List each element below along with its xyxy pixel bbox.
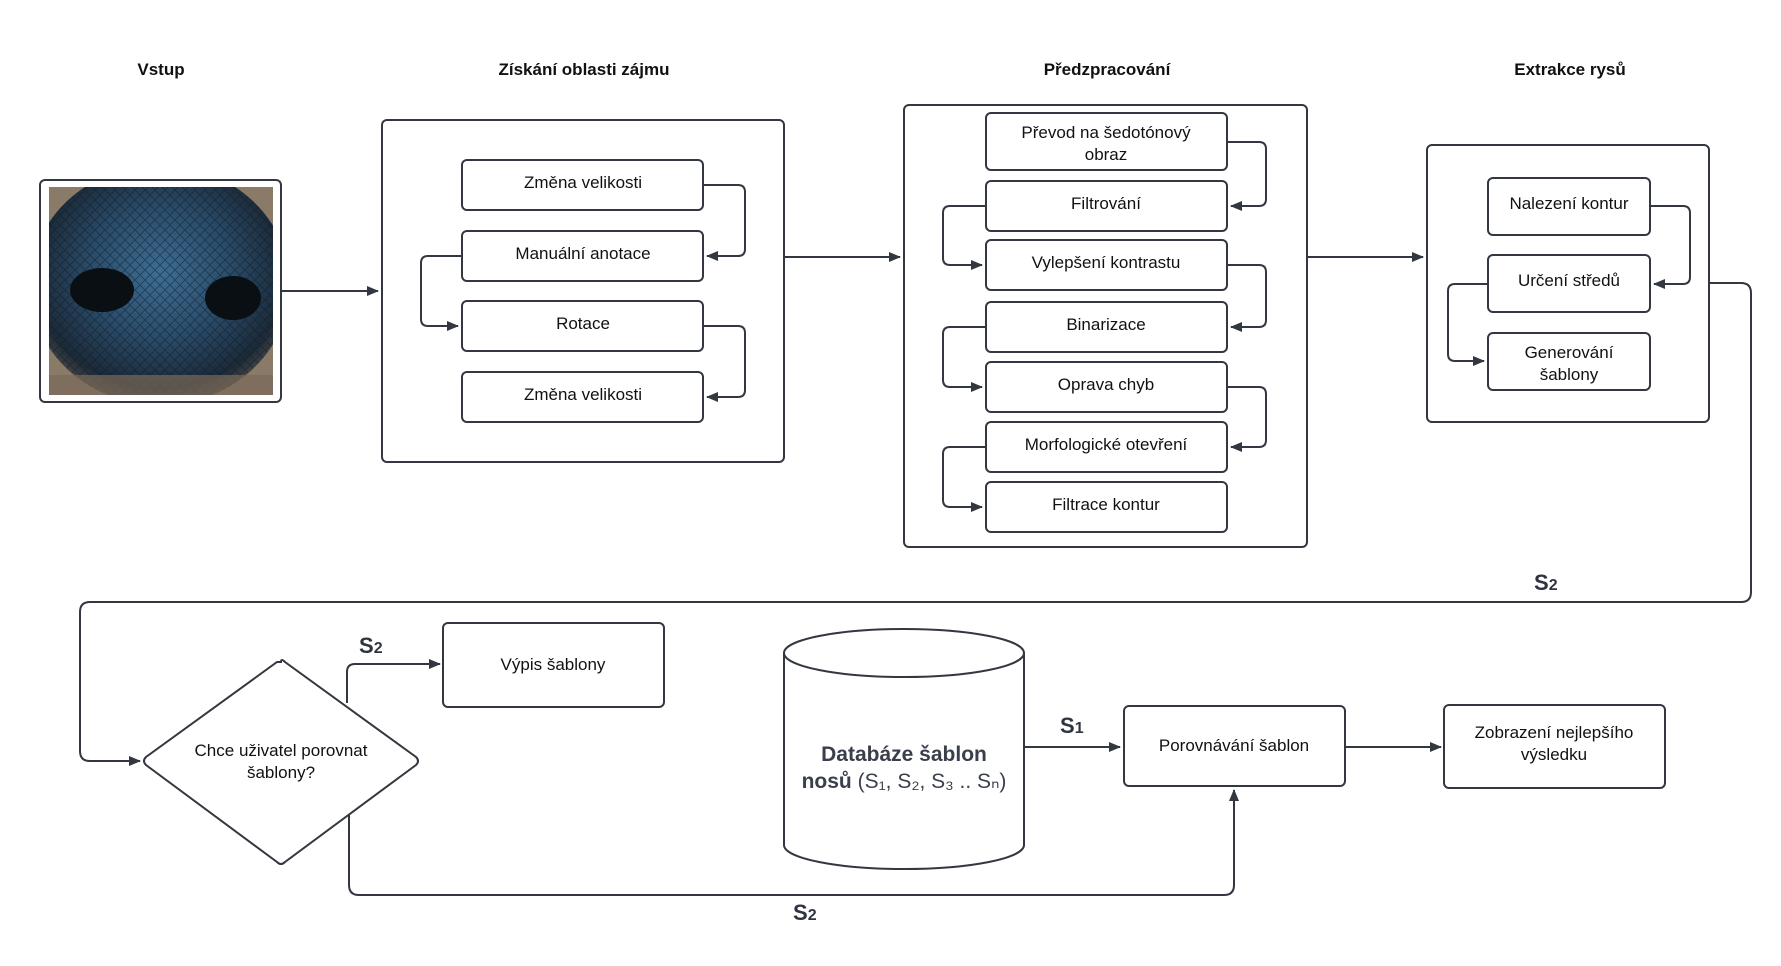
compare-box: Porovnávání šablon (1123, 705, 1346, 787)
features-step-2: Určení středů (1487, 254, 1651, 313)
result-label-line1: Zobrazení nejlepšího (1475, 723, 1634, 742)
input-photo (39, 179, 282, 403)
roi-step-4: Změna velikosti (461, 371, 704, 423)
output-template-box: Výpis šablony (442, 622, 665, 708)
preprocess-step-2: Filtrování (985, 180, 1228, 232)
return-path-s2 (79, 282, 1752, 766)
output-template-label: Výpis šablony (501, 655, 606, 674)
roi-step-1: Změna velikosti (461, 159, 704, 211)
preprocess-step-2-label: Filtrování (1071, 194, 1141, 213)
roi-connector-1 (703, 184, 746, 261)
arrow-decision-to-output (346, 659, 441, 703)
roi-step-3: Rotace (461, 300, 704, 352)
preprocess-connector-4 (942, 326, 986, 392)
stage-title-features: Extrakce rysů (1514, 60, 1626, 79)
preprocess-step-7: Filtrace kontur (985, 481, 1228, 533)
features-step-1: Nalezení kontur (1487, 177, 1651, 236)
preprocess-step-4-label: Binarizace (1066, 315, 1145, 334)
preprocess-step-3-label: Vylepšení kontrastu (1032, 253, 1181, 272)
features-step-1-label: Nalezení kontur (1509, 194, 1628, 213)
roi-step-2-label: Manuální anotace (515, 244, 650, 263)
preprocess-connector-2 (942, 205, 986, 270)
preprocess-step-1-label-line2: obraz (1085, 145, 1128, 164)
stage-title-roi: Získání oblasti zájmu (499, 60, 670, 79)
features-step-3-label-line1: Generování (1525, 343, 1614, 362)
roi-step-3-label: Rotace (556, 314, 610, 333)
template-database: Databáze šablon nosů (S₁, S₂, S₃ .. Sₙ) (783, 628, 1025, 870)
roi-connector-2 (420, 255, 462, 331)
database-label-line1: Databáze šablon (821, 743, 987, 766)
roi-step-1-label: Změna velikosti (524, 173, 642, 192)
edge-label-s2-output: S2 (359, 633, 383, 658)
stage-title-preprocess: Předzpracování (1044, 60, 1172, 79)
preprocess-connector-6 (942, 446, 986, 512)
roi-step-2: Manuální anotace (461, 230, 704, 282)
decision-label-line2: šablony? (247, 763, 315, 782)
preprocess-step-1-label-line1: Převod na šedotónový (1021, 123, 1191, 142)
preprocess-step-4: Binarizace (985, 301, 1228, 353)
result-label-line2: výsledku (1521, 745, 1587, 764)
preprocess-step-6-label: Morfologické otevření (1025, 435, 1188, 454)
preprocess-step-5: Oprava chyb (985, 361, 1228, 413)
edge-label-s2-return: S2 (1534, 570, 1558, 595)
arrow-decision-to-compare (348, 789, 1239, 896)
decision-diamond: Chce uživatel porovnat šablony? (143, 659, 419, 865)
database-label-line2: nosů (S₁, S₂, S₃ .. Sₙ) (802, 770, 1007, 793)
features-step-3-label-line2: šablony (1540, 365, 1599, 384)
decision-label-line1: Chce uživatel porovnat (195, 741, 368, 760)
features-connector-2 (1447, 283, 1488, 366)
preprocess-step-6: Morfologické otevření (985, 421, 1228, 473)
compare-label: Porovnávání šablon (1159, 736, 1309, 755)
roi-connector-3 (703, 325, 746, 402)
preprocess-connector-5 (1227, 386, 1267, 452)
features-connector-1 (1650, 205, 1691, 289)
stage-title-input: Vstup (137, 60, 184, 79)
roi-step-4-label: Změna velikosti (524, 385, 642, 404)
preprocess-connector-3 (1227, 264, 1267, 332)
features-step-3: Generování šablony (1487, 332, 1651, 391)
features-step-2-label: Určení středů (1518, 271, 1620, 290)
preprocess-step-7-label: Filtrace kontur (1052, 495, 1160, 514)
preprocess-step-5-label: Oprava chyb (1058, 375, 1154, 394)
preprocess-step-3: Vylepšení kontrastu (985, 239, 1228, 291)
preprocess-connector-1 (1227, 141, 1267, 211)
edge-label-s2-bottom: S2 (793, 900, 817, 925)
edge-label-s1: S1 (1060, 713, 1084, 738)
preprocess-step-1: Převod na šedotónový obraz (985, 112, 1228, 171)
result-box: Zobrazení nejlepšího výsledku (1443, 704, 1666, 789)
